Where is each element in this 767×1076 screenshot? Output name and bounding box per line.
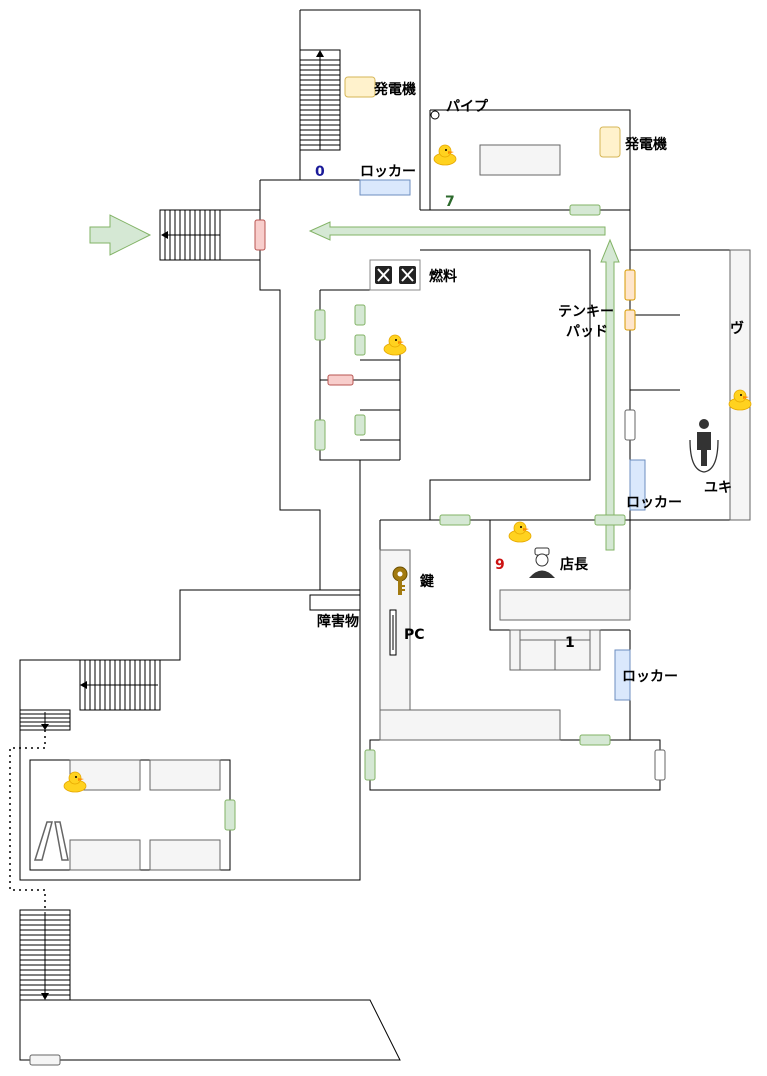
door-white: [624, 409, 636, 441]
locker-top-label: ロッカー: [360, 164, 416, 180]
yuki-label: ユキ: [704, 480, 732, 496]
locker-bottom: [614, 649, 631, 701]
number-0: 0: [315, 164, 325, 180]
shelf-manager-room: [499, 589, 631, 621]
pc-icon: [389, 609, 397, 656]
door-white: [654, 749, 666, 781]
right-counter: [729, 249, 751, 521]
pipe-marker: [430, 110, 440, 120]
door-green: [314, 419, 326, 451]
generator-top: [344, 76, 376, 98]
stairs-mid-left: [79, 659, 161, 711]
ladder-icon: [33, 821, 69, 861]
number-9: 9: [495, 557, 505, 573]
pipe-label: パイプ: [446, 99, 489, 115]
stairs-left: [159, 209, 221, 261]
generator-right: [599, 126, 621, 158]
door-green: [354, 334, 366, 356]
door-orange: [624, 309, 636, 331]
door-green: [594, 514, 626, 526]
tenkey-label-line1: テンキー: [558, 304, 614, 320]
route-arrow-left: [308, 221, 606, 241]
door-green: [579, 734, 611, 746]
door-orange: [624, 269, 636, 301]
door-white: [29, 1054, 61, 1066]
doors: [29, 204, 666, 1066]
door-red: [254, 219, 266, 251]
tables-left-room: [69, 759, 221, 871]
generator-top-label: 発電機: [373, 81, 416, 98]
obstacle: [309, 594, 361, 611]
route-arrow-up: [600, 238, 620, 551]
fuel-can-icon: [369, 259, 421, 291]
locker-right: [629, 459, 646, 511]
fuel-label: 燃料: [429, 268, 457, 285]
counter-bottom: [379, 709, 561, 741]
door-green: [224, 799, 236, 831]
number-7: 7: [445, 194, 455, 210]
number-1: 1: [565, 635, 575, 651]
stairs-bottom: [19, 909, 71, 1001]
chef-person-icon: [529, 547, 555, 578]
standing-person-icon: [689, 419, 719, 473]
sofa: [509, 629, 601, 671]
door-green: [354, 304, 366, 326]
desk-top-right: [479, 144, 561, 176]
key-label: 鍵: [420, 573, 434, 590]
locker-right-label: ロッカー: [626, 495, 682, 511]
door-green: [314, 309, 326, 341]
tenkey-label-line2: パッド: [566, 324, 608, 340]
stairs-small-left: [19, 709, 71, 731]
door-green: [354, 414, 366, 436]
door-green: [569, 204, 601, 216]
dotted-route: [9, 730, 46, 910]
door-green: [439, 514, 471, 526]
generator-right-label: 発電機: [624, 136, 667, 153]
locker-top: [359, 179, 411, 196]
manager-label: 店長: [560, 556, 589, 573]
door-green: [364, 749, 376, 781]
key-icon: [392, 566, 408, 595]
wall-mark-label: ヴ: [730, 320, 744, 337]
door-red: [327, 374, 354, 386]
pc-label: PC: [404, 627, 425, 643]
locker-bottom-label: ロッカー: [622, 669, 678, 685]
stairs-top: [299, 49, 341, 151]
entrance-arrow: [89, 214, 152, 256]
obstacle-label: 障害物: [317, 613, 359, 630]
